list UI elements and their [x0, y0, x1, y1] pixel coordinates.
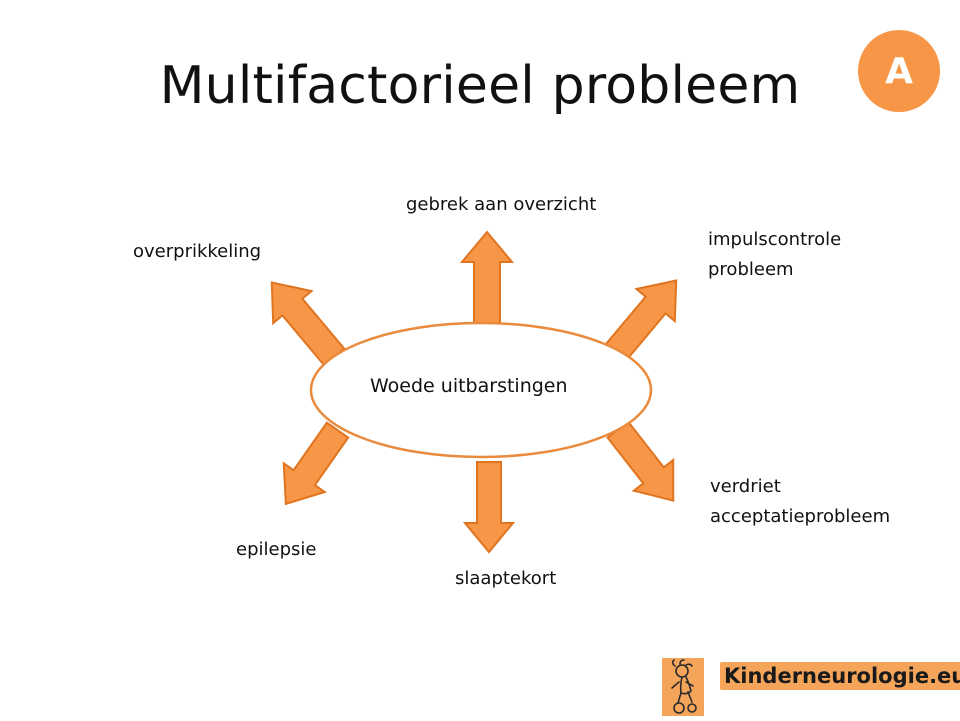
center-ellipse [309, 321, 653, 459]
factor-bottom-right-line2: acceptatieprobleem [710, 506, 891, 527]
factor-bottom-right-line1: verdriet [710, 476, 781, 497]
factor-bottom: slaaptekort [455, 568, 557, 589]
section-badge: A [858, 30, 940, 112]
arrow-down-left [282, 421, 350, 506]
factor-bottom-right: verdriet acceptatieprobleem [710, 472, 890, 532]
factor-top-right-line2: probleem [708, 259, 794, 280]
factor-top-right-line1: impulscontrole [708, 229, 842, 250]
site-logo[interactable]: Kinderneurologie.eu [662, 658, 960, 716]
factor-top-right: impulscontrole probleem [708, 225, 841, 285]
arrow-down-right [606, 420, 675, 502]
slide-title: Multifactorieel probleem [159, 56, 801, 116]
arrow-up [459, 230, 515, 324]
factor-top-left: overprikkeling [133, 241, 262, 262]
arrow-down [462, 461, 516, 554]
site-logo-text: Kinderneurologie.eu [720, 662, 960, 690]
arrow-up-right [602, 279, 678, 365]
factor-top: gebrek aan overzicht [406, 194, 597, 215]
child-figure-icon [662, 658, 704, 716]
factor-bottom-left: epilepsie [236, 539, 317, 560]
center-label: Woede uitbarstingen [370, 375, 568, 397]
arrow-up-left [270, 281, 346, 367]
